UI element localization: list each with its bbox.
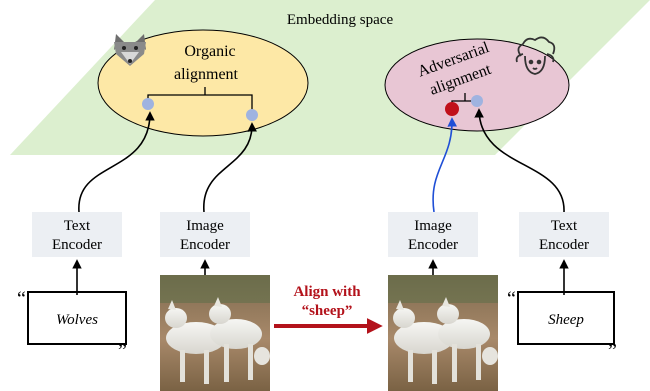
wolf-photo-adversarial: [388, 275, 498, 391]
left-text-encoder-line1: Text: [64, 218, 91, 234]
arrow-right-image-to-space: [432, 117, 457, 213]
wolves-caption-text: Wolves: [56, 312, 98, 328]
right-text-encoder-box: [519, 212, 609, 257]
wolves-caption-frame-sides: [27, 300, 127, 336]
right-text-encoder-line1: Text: [551, 218, 578, 234]
attack-label-line1: Align with: [293, 284, 361, 300]
wolves-caption-frame: [27, 291, 127, 345]
right-image-encoder-line2: Encoder: [408, 237, 458, 253]
arrow-left-image-to-space: [203, 122, 257, 213]
sheep-icon: [515, 36, 556, 75]
organic-text-point: [142, 98, 154, 110]
wolf-photo-original: [160, 275, 270, 391]
left-text-encoder-line2: Encoder: [52, 237, 102, 253]
adversarial-text-point: [471, 95, 483, 107]
embedding-space-label: Embedding space: [287, 12, 394, 28]
attack-label-line2: “sheep”: [302, 303, 353, 319]
adversarial-alignment-ellipse: [384, 38, 570, 132]
left-image-encoder-line2: Encoder: [180, 237, 230, 253]
sheep-close-quote: ”: [608, 340, 617, 362]
left-image-encoder-line1: Image: [186, 218, 224, 234]
right-image-encoder-line1: Image: [414, 218, 452, 234]
wolf-icon: [114, 34, 146, 66]
wolves-close-quote: ”: [118, 340, 127, 362]
organic-label-line1: Organic: [184, 43, 235, 60]
arrow-left-text-to-space: [78, 111, 155, 213]
organic-image-point: [246, 109, 258, 121]
organic-label-line2: alignment: [174, 66, 239, 83]
arrow-right-text-to-space: [474, 108, 565, 213]
sheep-caption-frame: [517, 291, 615, 345]
left-image-encoder-box: [160, 212, 250, 257]
adversarial-image-point: [445, 102, 459, 116]
sheep-caption-text: Sheep: [548, 312, 584, 328]
right-image-encoder-box: [388, 212, 478, 257]
sheep-open-quote: “: [507, 288, 516, 310]
wolves-open-quote: “: [17, 288, 26, 310]
left-text-encoder-box: [32, 212, 122, 257]
organic-alignment-ellipse: [97, 29, 309, 137]
right-text-encoder-line2: Encoder: [539, 237, 589, 253]
